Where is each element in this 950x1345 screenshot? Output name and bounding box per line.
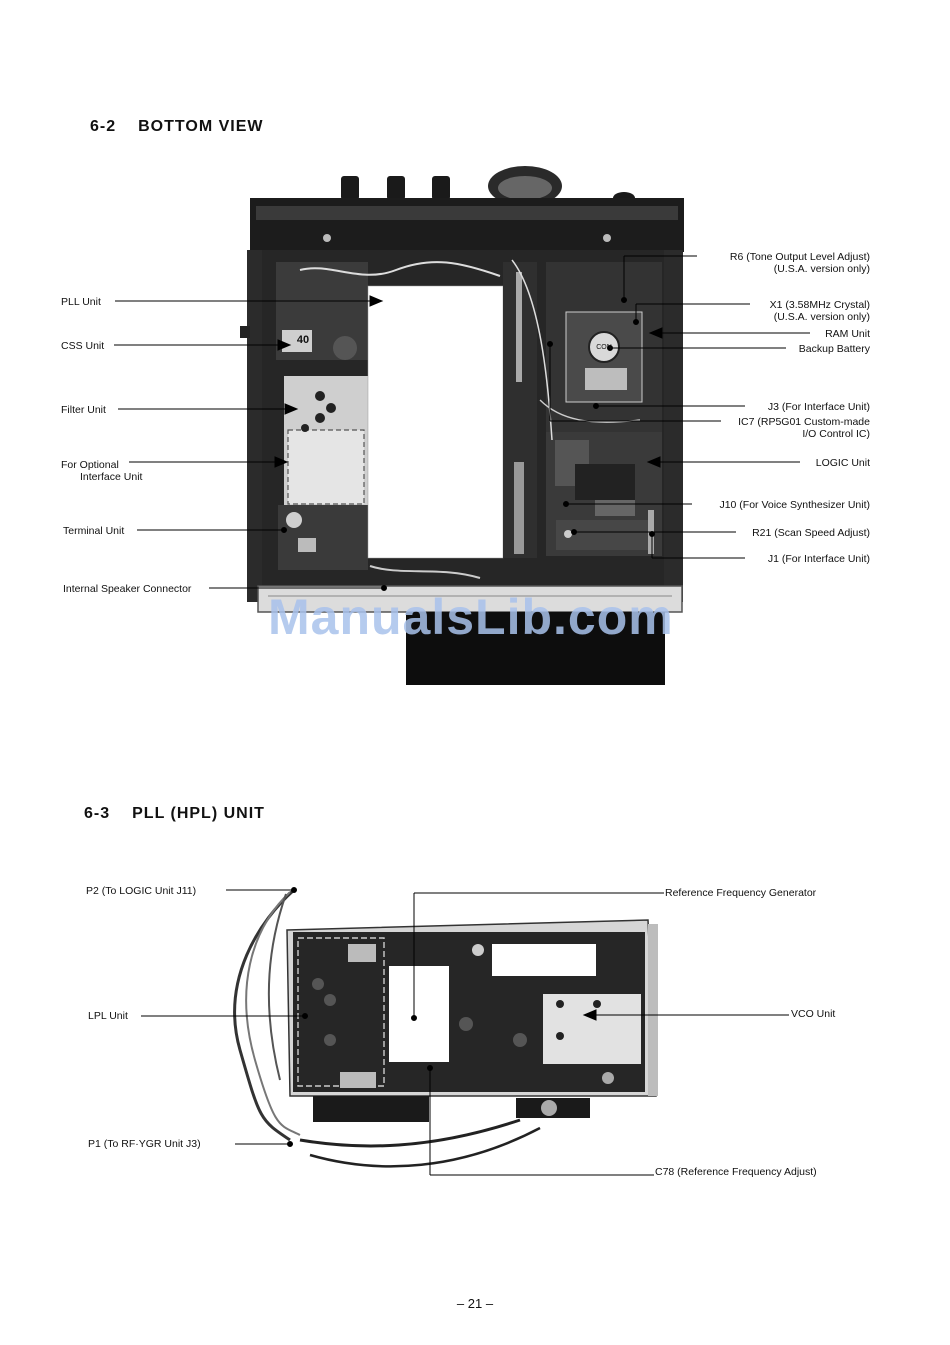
ic-marking: 40 bbox=[296, 334, 310, 346]
label-ic7-1: IC7 (RP5G01 Custom-made bbox=[738, 416, 870, 428]
section-number: 6-2 bbox=[90, 118, 117, 135]
label-optional-interface-1: For Optional bbox=[61, 459, 119, 471]
label-ram-unit: RAM Unit bbox=[825, 328, 870, 340]
label-css-unit: CSS Unit bbox=[61, 340, 105, 352]
label-r6-1: R6 (Tone Output Level Adjust) bbox=[729, 251, 870, 263]
label-j3: J3 (For Interface Unit) bbox=[767, 401, 870, 413]
label-vco-unit: VCO Unit bbox=[791, 1008, 836, 1020]
section-title: PLL (HPL) UNIT bbox=[132, 805, 265, 822]
label-x1-2: (U.S.A. version only) bbox=[773, 311, 870, 323]
label-pll-unit: PLL Unit bbox=[61, 296, 101, 308]
label-terminal-unit: Terminal Unit bbox=[63, 525, 125, 537]
label-x1-1: X1 (3.58MHz Crystal) bbox=[769, 299, 870, 311]
section-title: BOTTOM VIEW bbox=[138, 118, 264, 135]
label-c78: C78 (Reference Frequency Adjust) bbox=[655, 1166, 817, 1178]
label-optional-interface-2: Interface Unit bbox=[80, 471, 143, 483]
section-number: 6-3 bbox=[84, 805, 111, 822]
label-filter-unit: Filter Unit bbox=[61, 404, 106, 416]
label-p2: P2 (To LOGIC Unit J11) bbox=[86, 885, 197, 897]
label-r6-2: (U.S.A. version only) bbox=[773, 263, 870, 275]
label-j10: J10 (For Voice Synthesizer Unit) bbox=[719, 499, 870, 511]
front-panel-knobs bbox=[341, 166, 635, 206]
label-logic-unit: LOGIC Unit bbox=[815, 457, 870, 469]
label-speaker-connector: Internal Speaker Connector bbox=[63, 583, 192, 595]
label-r21: R21 (Scan Speed Adjust) bbox=[752, 527, 870, 539]
section-6-3-heading: 6-3 PLL (HPL) UNIT bbox=[84, 805, 265, 823]
label-ref-freq-gen: Reference Frequency Generator bbox=[665, 887, 817, 899]
label-p1: P1 (To RF·YGR Unit J3) bbox=[88, 1138, 201, 1150]
page-number: – 21 – bbox=[456, 1296, 494, 1311]
label-ic7-2: I/O Control IC) bbox=[802, 428, 870, 440]
label-j1: J1 (For Interface Unit) bbox=[767, 553, 870, 565]
label-lpl-unit: LPL Unit bbox=[88, 1010, 128, 1022]
section-6-2-heading: 6-2 BOTTOM VIEW bbox=[90, 118, 264, 136]
label-backup-battery: Backup Battery bbox=[798, 343, 870, 355]
battery-marking: CON bbox=[596, 344, 612, 351]
watermark: ManualsLib.com bbox=[268, 589, 674, 645]
